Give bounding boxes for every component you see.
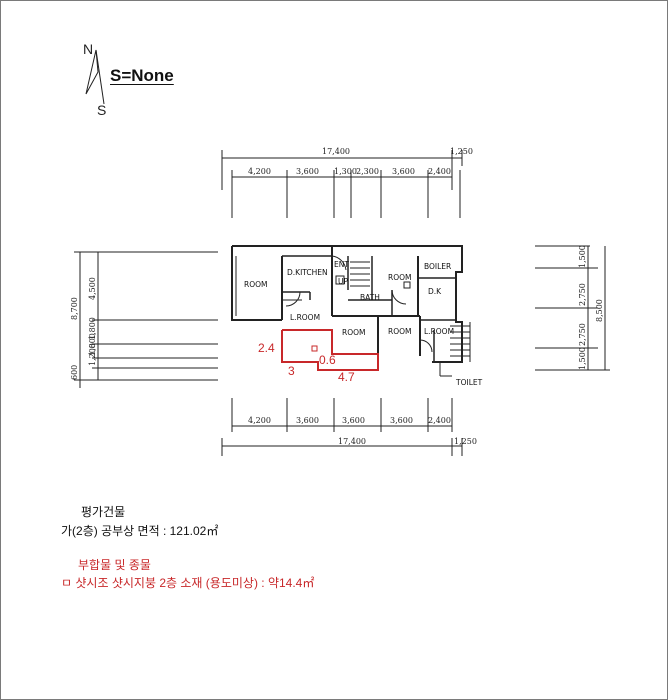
compass-north: N [83, 41, 94, 57]
annotation-0-6: 0.6 [319, 353, 336, 367]
notes-area-line: 가(2층) 공부상 면적 : 121.02㎡ [61, 524, 219, 538]
notes-appendage-line: ㅁ 샷시조 샷시지붕 2층 소재 (용도미상) : 약14.4㎡ [61, 576, 315, 590]
dim-bottom-3: 3,600 [390, 416, 413, 425]
dim-left-4: 600 [70, 365, 79, 380]
dim-offset-right: 1,250 [450, 147, 473, 156]
dim-bottom-4: 2,400 [428, 416, 451, 425]
room-label-4: ROOM [388, 327, 412, 336]
dim-left-0: 4,500 [88, 277, 97, 300]
dim-bottom-0: 4,200 [248, 416, 271, 425]
dim-top-1: 3,600 [296, 167, 319, 176]
dim-left-1: 1,800 [88, 317, 97, 340]
room-label-up: UP [338, 277, 348, 286]
dim-right-overall: 8,500 [595, 299, 604, 322]
dim-bottom-1: 3,600 [296, 416, 319, 425]
compass-south: S [97, 102, 107, 118]
dim-top-5: 2,400 [428, 167, 451, 176]
compass-arrow-icon [85, 49, 105, 105]
dim-left-2: 1,800 [88, 333, 97, 356]
dim-right-0: 1,500 [578, 245, 587, 268]
dim-bottom-2: 3,600 [342, 416, 365, 425]
annotation-3: 3 [288, 364, 295, 378]
dim-left-3: 1,200 [88, 343, 97, 366]
room-label-ent: ENT [334, 260, 349, 269]
dim-overall-bottom: 17,400 [338, 437, 366, 446]
room-label-3: ROOM [342, 328, 366, 337]
annotation-4-7: 4.7 [338, 370, 355, 384]
dim-top-3: 2,300 [356, 167, 379, 176]
notes-heading: 평가건물 [81, 505, 126, 519]
dim-right-2: 2,750 [578, 323, 587, 346]
room-label-toilet: TOILET [455, 378, 483, 387]
room-label-lroom-1: L.ROOM [290, 313, 320, 322]
scale-label: S=None [110, 66, 174, 85]
room-label-1: ROOM [244, 280, 268, 289]
room-label-kitchen: D.KITCHEN [287, 268, 328, 277]
room-label-dk: D.K [428, 287, 442, 296]
annotation-2-4: 2.4 [258, 341, 275, 355]
room-label-boiler: BOILER [424, 262, 451, 271]
dim-overall-top: 17,400 [322, 147, 350, 156]
dim-offset-right-bottom: 1,250 [454, 437, 477, 446]
dim-right-1: 2,750 [578, 283, 587, 306]
dim-top-2: 1,300 [334, 167, 357, 176]
dim-right-3: 1,500 [578, 347, 587, 370]
dim-top-0: 4,200 [248, 167, 271, 176]
room-label-lroom-2: L.ROOM [424, 327, 454, 336]
notes-heading-2: 부합물 및 종물 [78, 558, 151, 572]
room-label-bath: BATH [360, 293, 380, 302]
room-label-2: ROOM [388, 273, 412, 282]
dim-left-overall: 8,700 [70, 297, 79, 320]
dim-top-4: 3,600 [392, 167, 415, 176]
